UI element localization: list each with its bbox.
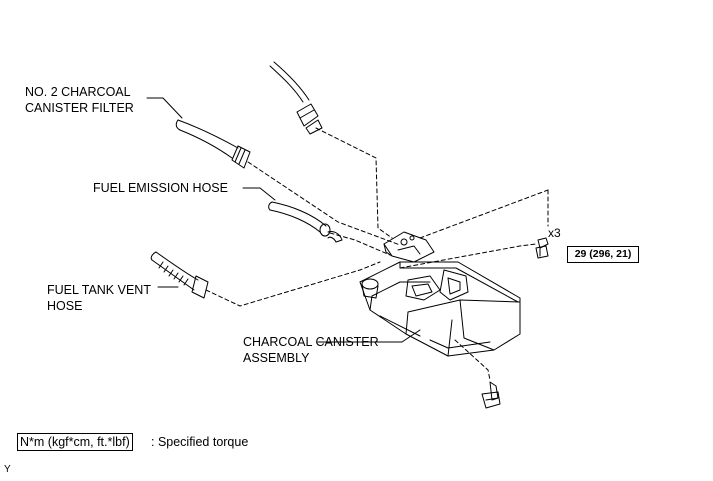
legend-text: : Specified torque xyxy=(151,435,249,449)
label-canister-line2: ASSEMBLY xyxy=(243,351,310,365)
quantity-label: x3 xyxy=(548,226,561,240)
figure-code: Y xyxy=(4,464,11,475)
no2-charcoal-canister-filter xyxy=(175,119,251,169)
legend-torque-units-box: N*m (kgf*cm, ft.*lbf) xyxy=(17,433,133,451)
bolt xyxy=(535,237,549,259)
label-canister-line1: CHARCOAL CANISTER xyxy=(243,335,379,349)
charcoal-canister-body xyxy=(359,261,521,357)
dashed-assembly-lines xyxy=(205,127,549,381)
label-no2-filter-line2: CANISTER FILTER xyxy=(25,101,134,115)
top-vent-hose xyxy=(269,61,323,135)
bottom-nut xyxy=(481,381,501,409)
fuel-tank-vent-hose xyxy=(150,251,209,299)
torque-spec-box: 29 (296, 21) xyxy=(567,246,639,263)
label-fuel-tank-vent-line1: FUEL TANK VENT xyxy=(47,283,151,297)
label-fuel-tank-vent-line2: HOSE xyxy=(47,299,83,313)
label-no2-filter-line1: NO. 2 CHARCOAL xyxy=(25,85,131,99)
label-fuel-emission-hose: FUEL EMISSION HOSE xyxy=(93,181,228,195)
canister-bracket xyxy=(383,231,435,263)
fuel-emission-hose xyxy=(268,201,343,243)
leader-lines xyxy=(146,97,421,343)
